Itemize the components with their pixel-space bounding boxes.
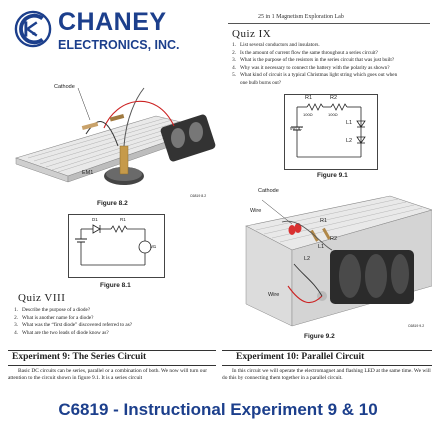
figure-8-2-caption: Figure 8.2 bbox=[97, 200, 128, 207]
fig91-l1-label: L1 bbox=[346, 120, 353, 126]
exp9-body: Basic DC circuits can be series, paralle… bbox=[8, 368, 207, 382]
brand-subname: ELECTRONICS, INC. bbox=[58, 38, 180, 52]
exp10-bottom-rule bbox=[222, 365, 432, 366]
fig91-r1-label: R1 bbox=[305, 95, 313, 101]
exp9-bottom-rule bbox=[8, 365, 216, 366]
figure-8-1-schematic bbox=[75, 224, 152, 266]
figure-9-1-schematic bbox=[291, 103, 366, 158]
fig91-r2-value: 100Ω bbox=[328, 112, 338, 117]
list-item: 3.What is the purpose of the resistors i… bbox=[232, 57, 395, 63]
fig91-r1-value: 100Ω bbox=[303, 112, 313, 117]
figure-9-2-caption: Figure 9.2 bbox=[304, 333, 335, 340]
figure-8-2-illustration bbox=[15, 87, 216, 185]
fig81-d1-label: D1 bbox=[92, 217, 98, 222]
fig81-r1-label: R1 bbox=[120, 217, 126, 222]
fig92-l1-label: L1 bbox=[318, 244, 325, 250]
quiz9-questions: 1.List several conductors and insulators… bbox=[226, 42, 431, 87]
footer-title: C6819 - Instructional Experiment 9 & 10 bbox=[58, 400, 378, 419]
fig81-m1-label: M1 bbox=[150, 244, 157, 249]
cathode-label-9-2: Cathode bbox=[258, 188, 279, 194]
list-item: 1.Describe the purpose of a diode? bbox=[14, 307, 91, 313]
figure-8-1-frame bbox=[68, 214, 165, 278]
chaney-logo-icon bbox=[14, 10, 52, 48]
list-item: 4.Why was it necessary to connect the ba… bbox=[232, 64, 390, 71]
figure-9-2-id: C6819 9.2 bbox=[408, 324, 425, 328]
exp10-title: Experiment 10: Parallel Circuit bbox=[236, 352, 365, 362]
list-item: 4.What are the two leads of diode know a… bbox=[14, 329, 109, 336]
fig91-vdc-label: 9VDC bbox=[290, 126, 303, 131]
figure-8-1-caption: Figure 8.1 bbox=[100, 282, 131, 289]
fig91-r2-label: R2 bbox=[330, 95, 338, 101]
figure-9-2-illustration bbox=[245, 195, 432, 327]
wire-label-2: Wire bbox=[268, 292, 280, 298]
exp10-top-rule bbox=[222, 350, 432, 351]
exp10-body: In this circuit we will operate the elec… bbox=[222, 368, 431, 382]
em1-label: EM1 bbox=[82, 170, 94, 176]
fig92-r1-label: R1 bbox=[320, 218, 328, 224]
cathode-label-8-2: Cathode bbox=[54, 84, 75, 90]
page-subtitle: 25 in 1 Magnetism Exploration Lab bbox=[258, 14, 344, 20]
list-item: one bulb burns out? bbox=[240, 79, 282, 86]
exp9-title: Experiment 9: The Series Circuit bbox=[12, 352, 147, 362]
fig92-r2-label: R2 bbox=[330, 236, 338, 242]
list-item: 5.What kind of circuit is a typical Chri… bbox=[232, 72, 398, 78]
brand-name: CHANEY bbox=[58, 8, 167, 36]
figure-9-1-frame bbox=[284, 94, 378, 170]
wire-label-1: Wire bbox=[250, 208, 262, 214]
header-divider bbox=[228, 23, 430, 24]
list-item: 3.What was the “first diode” discovered … bbox=[14, 322, 133, 328]
figure-9-1-caption: Figure 9.1 bbox=[317, 172, 348, 179]
fig91-l2-label: L2 bbox=[346, 138, 353, 144]
list-item: 1.List several conductors and insulators… bbox=[232, 42, 320, 48]
figure-8-2-id: C6819 8.2 bbox=[190, 194, 207, 198]
exp9-top-rule bbox=[8, 350, 216, 351]
list-item: 2.Is the amount of current flow the same… bbox=[232, 49, 378, 56]
list-item: 2.What is another name for a diode? bbox=[14, 314, 94, 321]
quiz8-title: Quiz VIII bbox=[18, 292, 66, 304]
fig92-l2-label: L2 bbox=[304, 256, 311, 262]
quiz9-title: Quiz IX bbox=[232, 28, 272, 40]
quiz8-questions: 1.Describe the purpose of a diode? 2.Wha… bbox=[8, 307, 223, 337]
